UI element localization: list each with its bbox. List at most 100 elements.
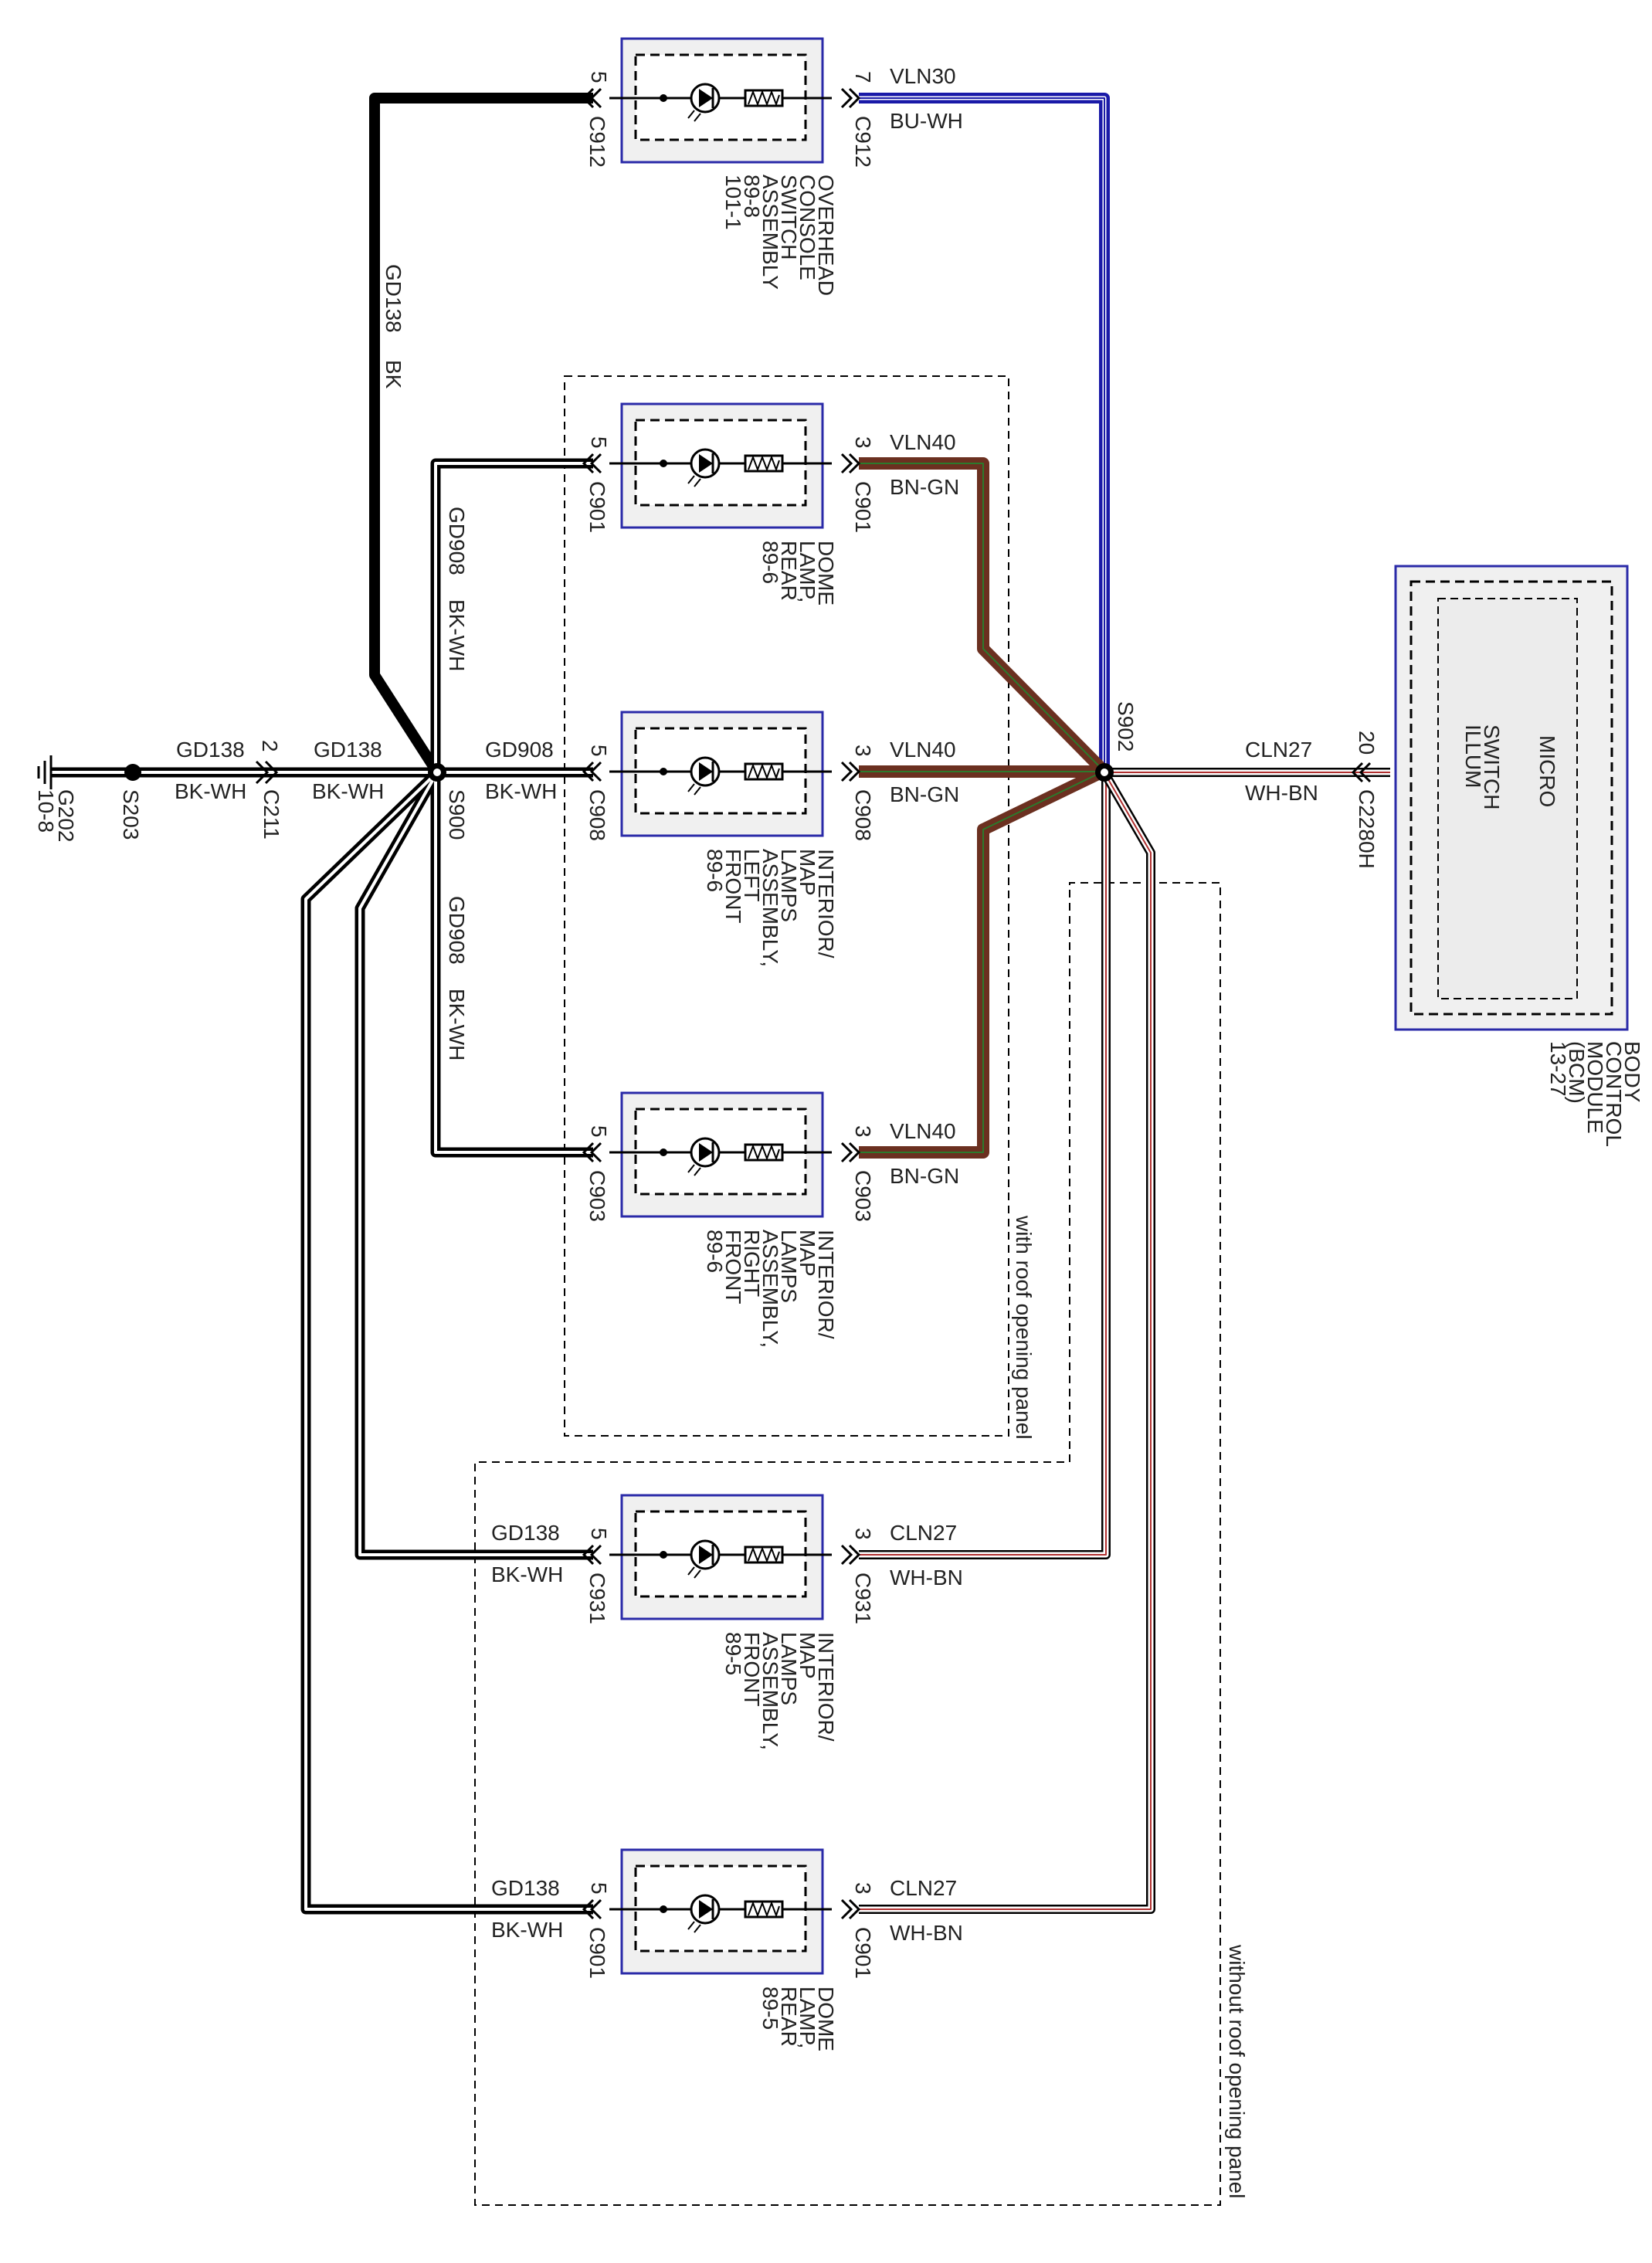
map-front-color: WH-BN	[890, 1566, 963, 1590]
c211-id: C211	[260, 789, 283, 840]
svg-text:89-6: 89-6	[703, 1230, 727, 1273]
overhead-console-module	[608, 37, 833, 164]
map-front-name: INTERIOR/ MAP LAMPS ASSEMBLY, FRONT 89-5	[721, 1632, 838, 1750]
trunk-wire-color: BK-WH	[312, 779, 384, 803]
overhead-pin-right: 7	[851, 71, 875, 83]
map-front-circuit: CLN27	[890, 1521, 957, 1545]
map-front-pin-left: 5	[587, 1528, 611, 1540]
map-front-conn-left: C931	[585, 1573, 609, 1624]
bcm-name: BODY CONTROL MODULE (BCM) 13-27	[1546, 1041, 1644, 1147]
svg-text:DOME: DOME	[814, 541, 838, 606]
bcm-pin: 20	[1355, 731, 1379, 755]
dome-roof-pin-left: 5	[587, 436, 611, 449]
bcm-circuit: CLN27	[1245, 738, 1312, 762]
bcm-micro: MICRO	[1535, 735, 1559, 807]
map-left-conn-left: C908	[585, 789, 609, 841]
wire-ground	[51, 93, 593, 1915]
trunk-wire-circuit: GD138	[314, 738, 382, 762]
overhead-color: BU-WH	[890, 109, 963, 133]
overhead-pin-left: 5	[587, 71, 611, 83]
c211-pin: 2	[258, 740, 282, 752]
svg-text:INTERIOR/: INTERIOR/	[814, 1230, 838, 1339]
svg-text:LAMP,: LAMP,	[795, 541, 819, 602]
without-roof-region	[474, 882, 1221, 2206]
map-left-circuit: VLN40	[890, 738, 956, 762]
map-left-pin-right: 3	[851, 745, 875, 757]
svg-text:89-5: 89-5	[758, 1986, 782, 2030]
bcm-connector-arrow	[1351, 762, 1372, 783]
overhead-conn-right: C912	[851, 116, 875, 168]
dome-roof-conn-left: C901	[585, 481, 609, 533]
map-right-pin-right: 3	[851, 1125, 875, 1138]
dome-noroof-pin-right: 3	[851, 1882, 875, 1895]
wire-vln40	[859, 457, 1108, 1159]
connector-arrows	[582, 87, 861, 1920]
dome-noroof-name: DOME LAMP, REAR 89-5	[758, 1986, 838, 2051]
svg-text:MAP: MAP	[795, 1230, 819, 1277]
with-roof-caption: with roof opening panel	[1012, 1215, 1036, 1440]
svg-text:FRONT: FRONT	[721, 1230, 745, 1304]
bcm-func-line-1: SWITCH	[1480, 724, 1504, 809]
map-front-pin-right: 3	[851, 1528, 875, 1540]
svg-text:MAP: MAP	[795, 1632, 819, 1679]
bcm-color: WH-BN	[1245, 781, 1318, 805]
wire-vln30	[859, 93, 1110, 770]
svg-text:OVERHEAD: OVERHEAD	[814, 175, 838, 296]
map-left-ground-circuit: GD908	[485, 738, 554, 762]
dome-lamp-rear-roof-module	[608, 402, 833, 529]
svg-text:FRONT: FRONT	[740, 1632, 764, 1706]
svg-text:LAMP,: LAMP,	[795, 1986, 819, 2048]
map-right-color: BN-GN	[890, 1164, 959, 1188]
map-left-conn-right: C908	[851, 789, 875, 841]
splice-s902-label: S902	[1114, 701, 1138, 752]
ground-id: G202	[54, 789, 78, 843]
gd908-upper-color: BK-WH	[445, 599, 469, 671]
dome-roof-pin-right: 3	[851, 436, 875, 449]
map-front-conn-right: C931	[851, 1573, 875, 1624]
dome-noroof-pin-left: 5	[587, 1882, 611, 1895]
svg-text:ASSEMBLY: ASSEMBLY	[758, 175, 782, 290]
wire-cln27	[859, 768, 1390, 1914]
connector-c211	[255, 760, 279, 785]
map-lamps-front-module	[608, 1494, 833, 1620]
svg-text:RIGHT: RIGHT	[740, 1230, 764, 1297]
bcm-func-line-2: ILLUM	[1461, 724, 1485, 788]
dome-roof-circuit: VLN40	[890, 430, 956, 454]
svg-text:89-6: 89-6	[703, 849, 727, 892]
svg-text:89-5: 89-5	[721, 1632, 745, 1675]
map-right-conn-left: C903	[585, 1170, 609, 1222]
dome-roof-color: BN-GN	[890, 475, 959, 499]
svg-text:LAMPS: LAMPS	[777, 849, 801, 922]
map-left-ground-color: BK-WH	[485, 779, 557, 803]
with-roof-region	[564, 375, 1009, 1437]
map-right-conn-right: C903	[851, 1170, 875, 1222]
svg-text:DOME: DOME	[814, 1986, 838, 2051]
svg-text:MAP: MAP	[795, 849, 819, 896]
svg-text:(BCM): (BCM)	[1565, 1041, 1589, 1104]
splice-s203-label: S203	[119, 789, 143, 840]
overhead-conn-left: C912	[585, 116, 609, 168]
overhead-ground-circuit: GD138	[382, 264, 405, 333]
gd908-upper-circuit: GD908	[445, 507, 469, 575]
ground-ref: 10-8	[34, 789, 58, 833]
map-left-pin-left: 5	[587, 745, 611, 757]
svg-text:ASSEMBLY,: ASSEMBLY,	[758, 1632, 782, 1750]
map-right-name: INTERIOR/ MAP LAMPS ASSEMBLY, RIGHT FRON…	[703, 1230, 838, 1348]
svg-text:FRONT: FRONT	[721, 849, 745, 923]
map-front-ground-color: BK-WH	[491, 1562, 563, 1586]
svg-text:101-1: 101-1	[721, 175, 745, 230]
bcm-module	[1394, 565, 1629, 1031]
gd908-lower-color: BK-WH	[445, 989, 469, 1060]
svg-text:89-8: 89-8	[740, 175, 764, 218]
bcm-conn: C2280H	[1355, 789, 1379, 869]
dome-noroof-ground-color: BK-WH	[491, 1918, 563, 1942]
gd908-lower-circuit: GD908	[445, 896, 469, 965]
svg-text:INTERIOR/: INTERIOR/	[814, 849, 838, 958]
map-left-name: INTERIOR/ MAP LAMPS ASSEMBLY, LEFT FRONT…	[703, 849, 838, 967]
ground-symbol	[37, 755, 53, 789]
map-right-pin-left: 5	[587, 1125, 611, 1138]
overhead-circuit: VLN30	[890, 64, 956, 88]
svg-text:MODULE: MODULE	[1583, 1041, 1607, 1134]
map-lamps-left-front-module	[608, 711, 833, 837]
